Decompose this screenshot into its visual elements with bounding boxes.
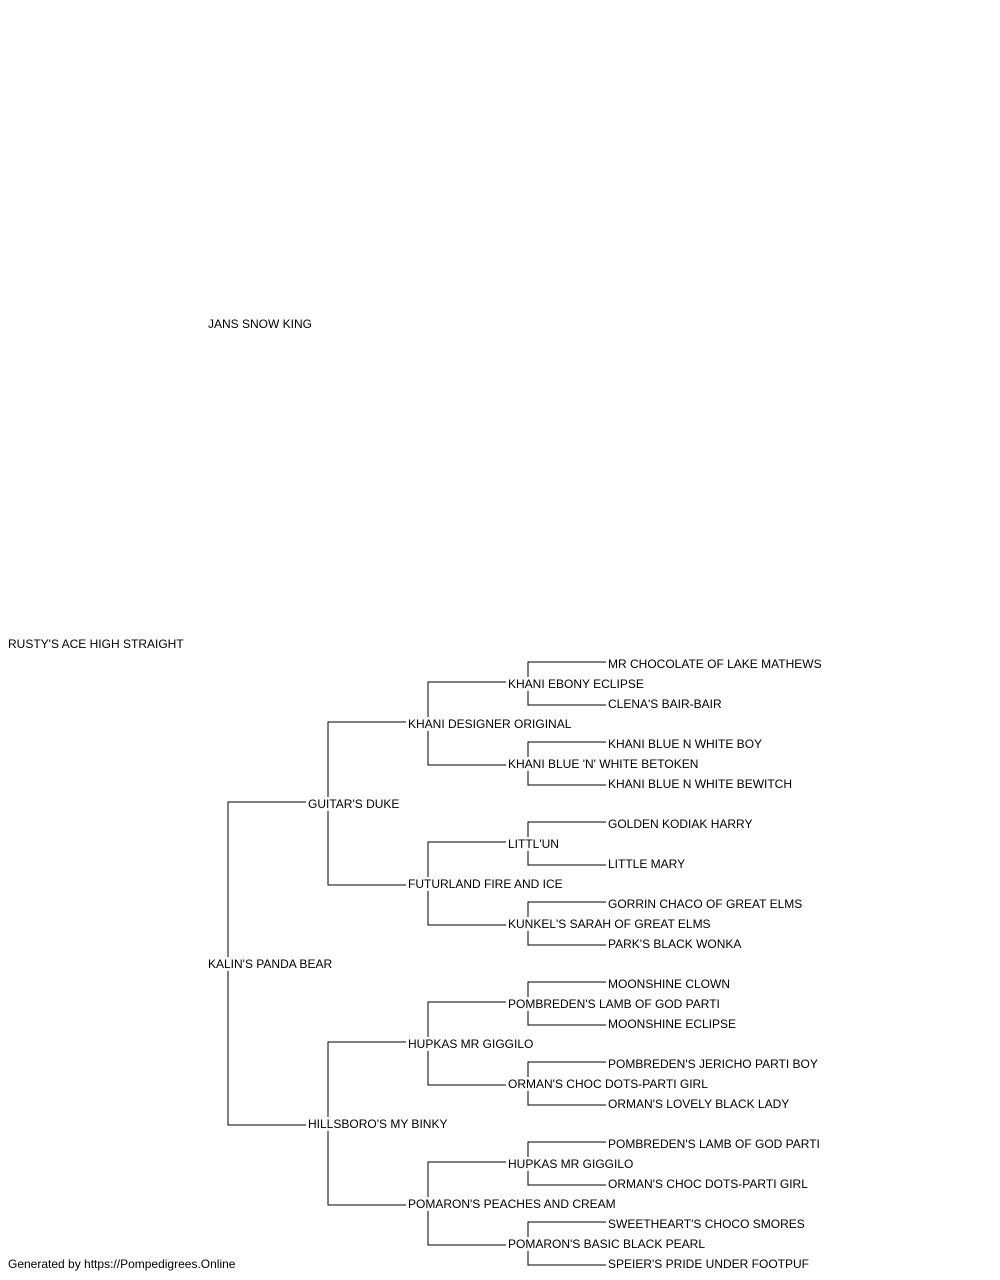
gen6-ancestor-name: POMBREDEN'S LAMB OF GOD PARTI: [608, 1137, 822, 1151]
gen5-ancestor-name: KUNKEL'S SARAH OF GREAT ELMS: [508, 917, 713, 931]
dam-name: KALIN'S PANDA BEAR: [208, 957, 335, 971]
gen6-ancestor-name: SWEETHEART'S CHOCO SMORES: [608, 1217, 807, 1231]
gen6-ancestor-name: ORMAN'S LOVELY BLACK LADY: [608, 1097, 792, 1111]
gen5-ancestor-name: KHANI EBONY ECLIPSE: [508, 677, 646, 691]
generated-by-footer: Generated by https://Pompedigrees.Online: [8, 1257, 236, 1271]
gen6-ancestor-name: PARK'S BLACK WONKA: [608, 937, 744, 951]
gen6-ancestor-name: KHANI BLUE N WHITE BEWITCH: [608, 777, 795, 791]
gen4-ancestor-name: HUPKAS MR GIGGILO: [408, 1037, 536, 1051]
gen5-ancestor-name: POMARON'S BASIC BLACK PEARL: [508, 1237, 708, 1251]
dam-dam-name: HILLSBORO'S MY BINKY: [308, 1117, 450, 1131]
gen6-ancestor-name: GORRIN CHACO OF GREAT ELMS: [608, 897, 805, 911]
gen6-ancestor-name: ORMAN'S CHOC DOTS-PARTI GIRL: [608, 1177, 810, 1191]
gen4-ancestor-name: POMARON'S PEACHES AND CREAM: [408, 1197, 618, 1211]
dam-sire-name: GUITAR'S DUKE: [308, 797, 402, 811]
gen6-ancestor-name: MOONSHINE ECLIPSE: [608, 1017, 739, 1031]
gen6-ancestor-name: POMBREDEN'S JERICHO PARTI BOY: [608, 1057, 820, 1071]
gen5-ancestor-name: ORMAN'S CHOC DOTS-PARTI GIRL: [508, 1077, 710, 1091]
sire-name: JANS SNOW KING: [208, 317, 315, 331]
gen5-ancestor-name: HUPKAS MR GIGGILO: [508, 1157, 636, 1171]
gen4-ancestor-name: KHANI DESIGNER ORIGINAL: [408, 717, 574, 731]
gen5-ancestor-name: KHANI BLUE 'N' WHITE BETOKEN: [508, 757, 701, 771]
gen6-ancestor-name: SPEIER'S PRIDE UNDER FOOTPUF: [608, 1257, 811, 1271]
gen6-ancestor-name: KHANI BLUE N WHITE BOY: [608, 737, 765, 751]
gen5-ancestor-name: POMBREDEN'S LAMB OF GOD PARTI: [508, 997, 722, 1011]
gen6-ancestor-name: MR CHOCOLATE OF LAKE MATHEWS: [608, 657, 824, 671]
gen4-ancestor-name: FUTURLAND FIRE AND ICE: [408, 877, 565, 891]
gen6-ancestor-name: LITTLE MARY: [608, 857, 688, 871]
gen6-ancestor-name: CLENA'S BAIR-BAIR: [608, 697, 724, 711]
gen6-ancestor-name: GOLDEN KODIAK HARRY: [608, 817, 755, 831]
gen5-ancestor-name: LITTL'UN: [508, 837, 561, 851]
root-dog-name: RUSTY'S ACE HIGH STRAIGHT: [8, 637, 186, 651]
gen6-ancestor-name: MOONSHINE CLOWN: [608, 977, 733, 991]
